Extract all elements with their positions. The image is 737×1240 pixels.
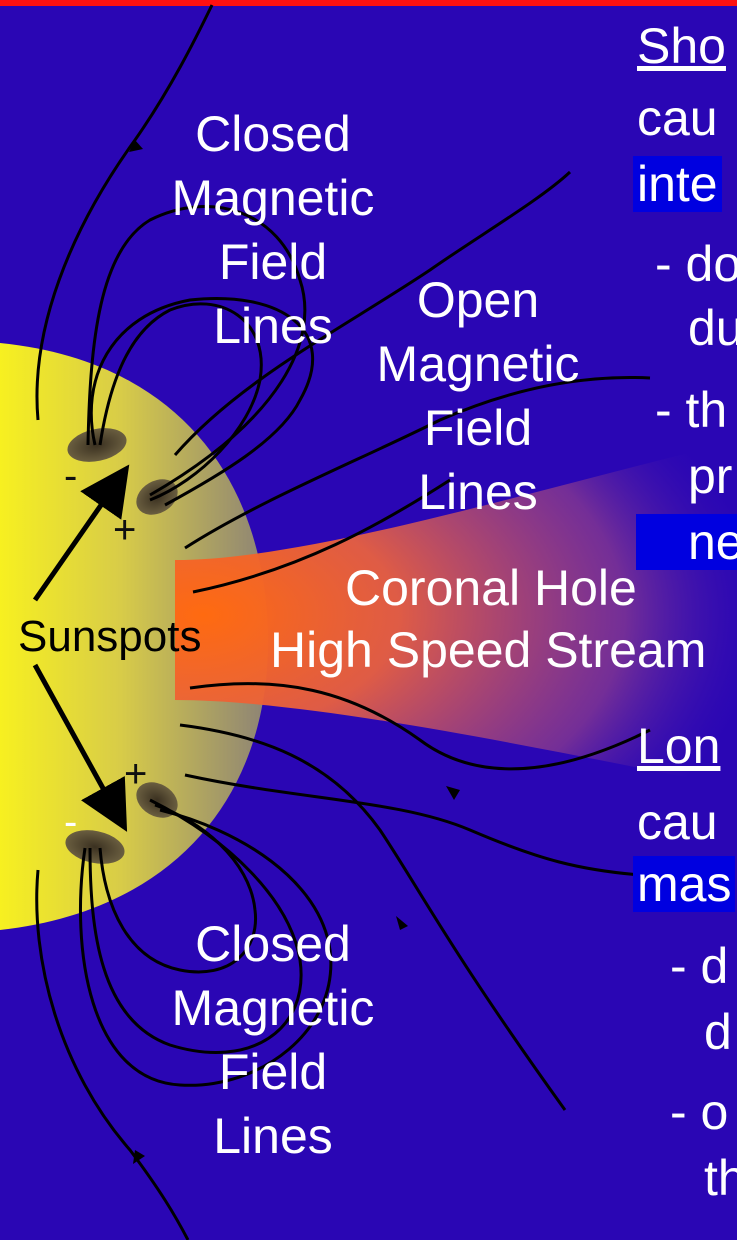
side-short-heading: Sho: [637, 14, 726, 78]
label-open-field-lines: Open Magnetic Field Lines: [368, 268, 588, 524]
field-line-open-2: [184, 376, 651, 550]
sunspot-bottom-negative: [65, 830, 125, 864]
sunspot-top-negative: [67, 428, 127, 462]
field-line-bottom-loop-3: [79, 808, 333, 1087]
label-line: Field: [423, 400, 533, 456]
sign-top-plus: +: [113, 508, 137, 552]
label-line: Lines: [213, 1108, 333, 1164]
field-line-bottom-outer: [35, 869, 190, 1240]
side-long-line2: cau: [637, 794, 718, 850]
side-short-bullet2-a: - th: [655, 382, 728, 438]
side-long-bullet2-b: th: [704, 1150, 737, 1206]
side-short-line2: cau: [637, 90, 718, 146]
label-line: Lines: [418, 464, 538, 520]
field-line-open-4: [189, 682, 651, 771]
highlight-text: mas: [633, 856, 736, 912]
field-line-open-5: [179, 723, 567, 1111]
label-line: Magnetic: [171, 170, 375, 226]
field-line-open-6: [184, 773, 641, 877]
side-long-highlight: mas: [633, 852, 736, 916]
sign-bottom-plus: +: [124, 752, 148, 796]
sun-disk: [0, 343, 269, 930]
label-line: Magnetic: [171, 980, 375, 1036]
field-line-top-loop-3: [89, 297, 314, 507]
side-long-bullet1-a: - d: [670, 938, 729, 994]
sunspot-arrow-down: [32, 663, 128, 832]
high-speed-stream: [175, 450, 737, 780]
side-long-bullet2-a: - o: [670, 1084, 729, 1140]
label-line: Closed: [195, 106, 351, 162]
highlight-text: inte: [633, 156, 722, 212]
side-long-bullet1-b: d: [704, 1004, 732, 1060]
sunspot-arrow-up: [32, 464, 130, 602]
label-sunspots: Sunspots: [18, 612, 202, 661]
field-line-bottom-loop-2: [98, 803, 258, 974]
sign-bottom-minus: -: [64, 800, 78, 844]
field-line-top-loop-1: [86, 205, 307, 497]
side-short-bullet1-b: du: [688, 300, 737, 356]
label-line: Lines: [213, 298, 333, 354]
label-line: Magnetic: [376, 336, 580, 392]
label-line: Field: [218, 1044, 328, 1100]
label-closed-field-lines-top: Closed Magnetic Field Lines: [163, 102, 383, 358]
field-line-open-3: [192, 478, 451, 594]
top-accent-bar: [0, 0, 737, 6]
highlight-text: ne: [636, 514, 737, 570]
heading-text: Sho: [637, 18, 726, 74]
field-line-top-outer: [35, 4, 214, 421]
label-line: Open: [416, 272, 540, 328]
label-coronal-hole: Coronal Hole: [345, 560, 637, 616]
field-line-open-1: [173, 170, 572, 456]
side-short-bullet2-c: ne: [636, 510, 737, 574]
side-short-highlight: inte: [633, 152, 722, 216]
label-line: Closed: [195, 916, 351, 972]
side-short-bullet2-b: pr: [688, 448, 733, 504]
heading-text: Lon: [637, 718, 721, 774]
field-line-bottom-loop-1: [88, 798, 303, 1054]
side-long-heading: Lon: [637, 714, 720, 778]
label-closed-field-lines-bottom: Closed Magnetic Field Lines: [163, 912, 383, 1168]
sign-top-minus: -: [64, 454, 78, 498]
label-high-speed-stream: High Speed Stream: [270, 622, 707, 678]
field-line-top-loop-2: [98, 302, 263, 502]
label-line: Field: [218, 234, 328, 290]
side-short-bullet1-a: - do: [655, 236, 737, 292]
